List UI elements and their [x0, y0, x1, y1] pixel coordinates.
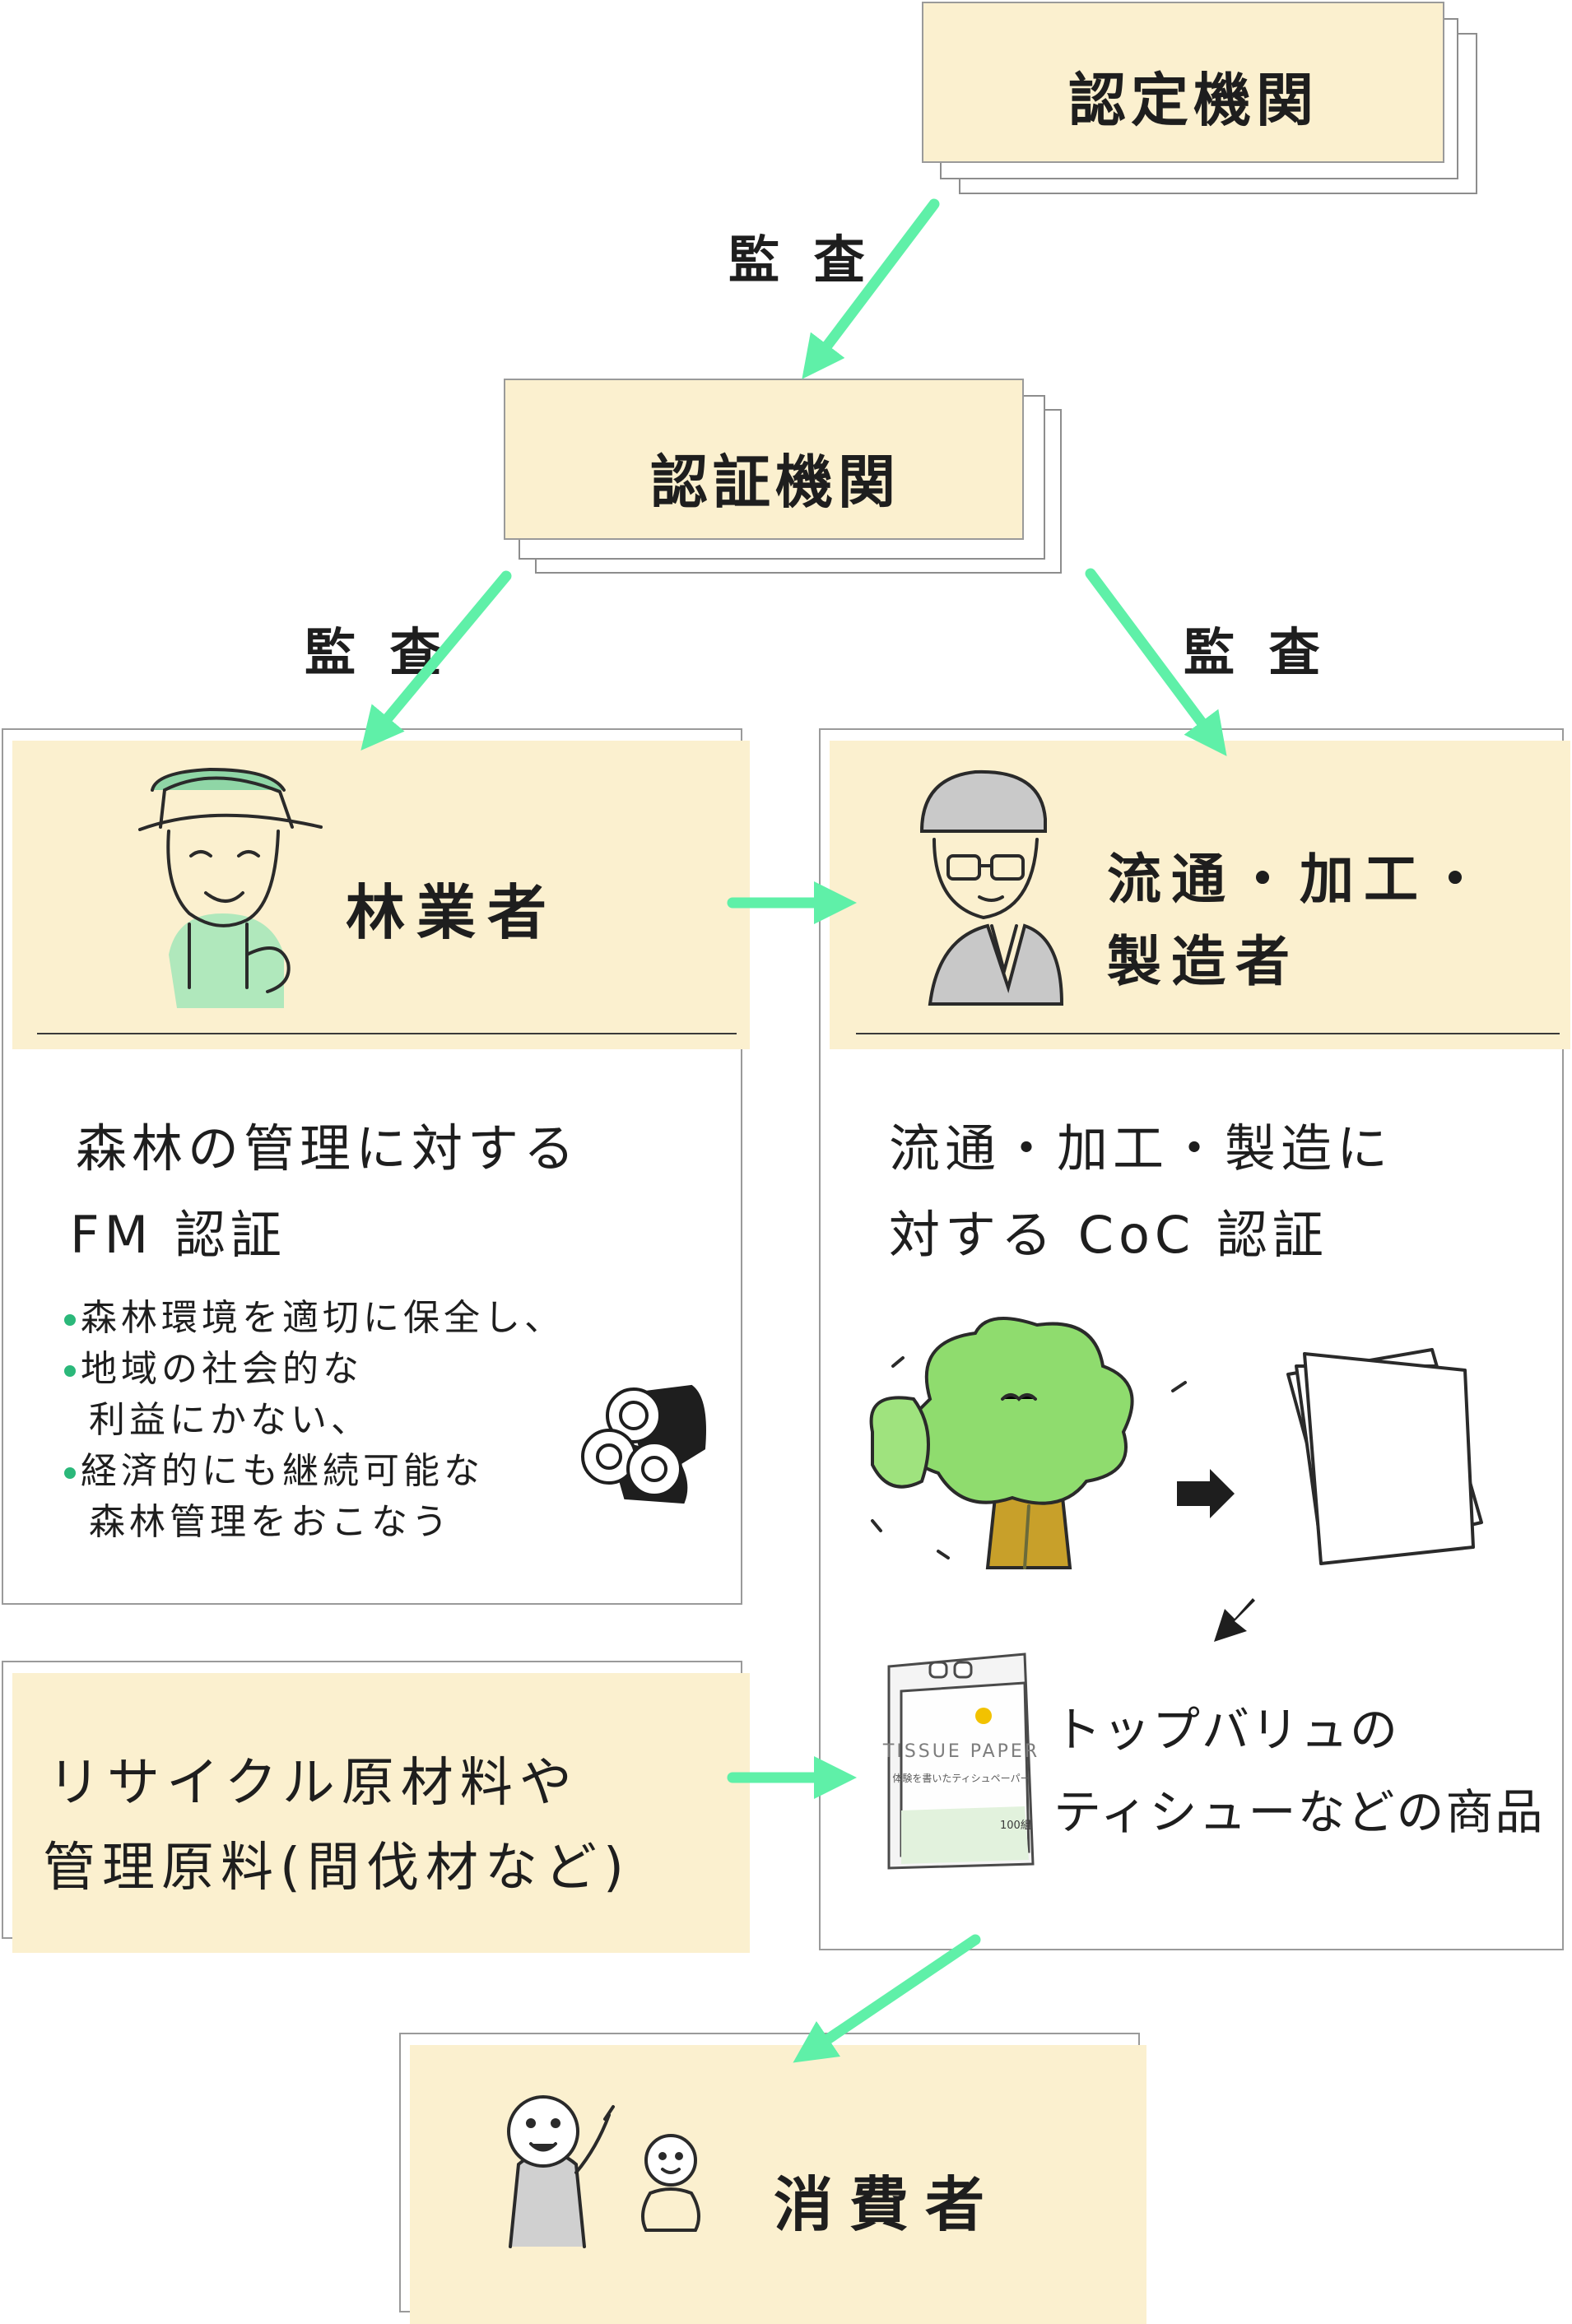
- consumer-label: 消費者: [774, 2170, 1002, 2239]
- forestry-header: [12, 741, 750, 1049]
- recycle-box: [12, 1673, 750, 1953]
- processing-title-1: 流通・加工・: [1107, 848, 1492, 911]
- arrow-processing-to-consumer: [793, 1934, 981, 2063]
- forestry-heading-1: 森林の管理に対する: [76, 1118, 580, 1178]
- processing-divider: [856, 1033, 1560, 1034]
- bullet-dot: [64, 1467, 76, 1479]
- process-arrows: [1177, 1469, 1255, 1642]
- paper-illustration: [1286, 1348, 1483, 1565]
- consumers-illustration: [507, 2095, 700, 2248]
- arrow-certbody-to-forestry: [360, 570, 512, 751]
- bullet-dot: [64, 1365, 76, 1377]
- certification-body-card: [504, 379, 1024, 540]
- processing-heading-1: 流通・加工・製造に: [889, 1118, 1393, 1178]
- audit-label-left: 監 査: [305, 622, 449, 682]
- arrow-certbody-to-processing: [1085, 568, 1227, 756]
- processing-heading-2: 対する CoC 認証: [889, 1205, 1328, 1265]
- bullet-text: 森林管理をおこなう: [89, 1501, 452, 1543]
- product-caption-1: トップバリュの: [1053, 1702, 1400, 1758]
- manufacturer-illustration: [919, 769, 1064, 1006]
- recycle-line-2: 管理原料(間伐材など): [43, 1838, 630, 1899]
- certification-body-label: 認証機関: [650, 449, 900, 516]
- tissue-subtitle: 体験を書いたティシュペーパー: [892, 1772, 1030, 1784]
- tissue-brand: TISSUE PAPER: [882, 1741, 1039, 1762]
- arrow-certifier-to-certbody: [802, 198, 940, 379]
- product-caption-2: ティシューなどの商品: [1053, 1784, 1545, 1840]
- forestry-bullet-item: 経済的にも継続可能な: [64, 1441, 484, 1494]
- forester-illustration: [138, 767, 323, 1008]
- arrow-tree-to-paper: [1177, 1469, 1235, 1518]
- logs-illustration: [581, 1384, 706, 1504]
- forestry-divider: [37, 1033, 737, 1034]
- tissue-package-illustration: [887, 1652, 1035, 1870]
- forestry-bullet-item: 森林管理をおこなう: [89, 1492, 452, 1545]
- certifying-body-label: 認定機関: [1068, 67, 1319, 134]
- audit-label-right: 監 査: [1184, 622, 1328, 682]
- tree-illustration: [869, 1317, 1187, 1569]
- forestry-bullet-item: 地域の社会的な: [64, 1339, 363, 1392]
- recycle-line-1: リサイクル原材料や: [48, 1753, 579, 1814]
- bullet-text: 森林環境を適切に保全し、: [81, 1297, 565, 1339]
- bullet-dot: [64, 1314, 76, 1326]
- bullet-text: 地域の社会的な: [81, 1348, 363, 1390]
- audit-label-top: 監 査: [728, 230, 873, 290]
- arrows: [360, 198, 1227, 2063]
- bullet-text: 利益にかない、: [89, 1399, 371, 1441]
- forestry-bullet-item: 森林環境を適切に保全し、: [64, 1288, 565, 1341]
- tissue-count: 100組: [1000, 1820, 1031, 1832]
- processing-title-2: 製造者: [1107, 930, 1300, 993]
- forestry-bullet-item: 利益にかない、: [89, 1390, 371, 1443]
- forestry-heading-2: FM 認証: [70, 1205, 286, 1265]
- certifying-body-card: [922, 2, 1444, 163]
- arrow-paper-to-product: [1214, 1598, 1255, 1642]
- forestry-title: 林業者: [346, 878, 559, 947]
- bullet-text: 経済的にも継続可能な: [81, 1450, 484, 1492]
